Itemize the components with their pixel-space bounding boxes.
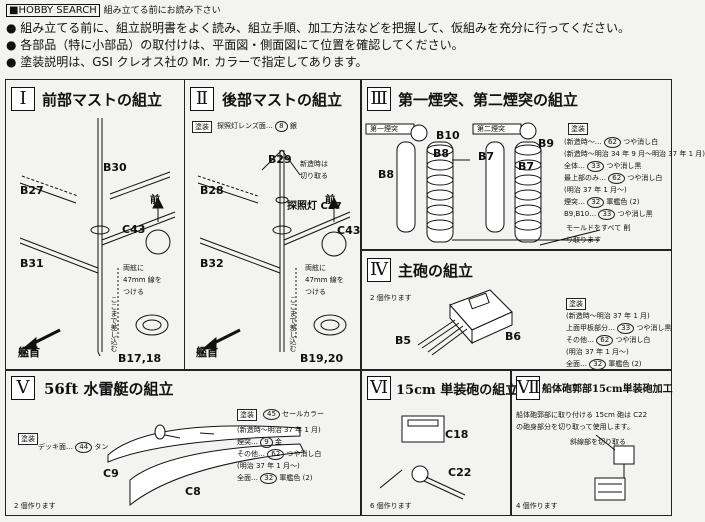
insert-note-1: ここまで差し込む <box>110 296 118 352</box>
section-4-number: Ⅳ <box>367 258 391 282</box>
header-line-1: ● 組み立てる前に、組立説明書をよく読み、組立手順、加工方法などを把握して、仮組… <box>6 21 631 35</box>
section-4-title: 主砲の組立 <box>398 262 474 280</box>
paint-box-2: 塗装 <box>192 121 212 133</box>
front-mast-drawing <box>19 118 176 357</box>
note-47mm-1: 両舷に 47mm 線を つける <box>123 264 162 296</box>
paint-box-5-top: 塗装 <box>237 409 257 421</box>
paint-list-5: (新造時〜明治 37 年 1 月) 煙突… 9 金 その他… 62 つや消し白 … <box>237 426 322 484</box>
part-b28-label: B28 <box>200 184 224 197</box>
part-c43-label: C43 <box>122 223 146 236</box>
paint-left-5: デッキ面… 44 タン <box>38 442 109 453</box>
bow-label-2: 艦首 <box>196 346 218 359</box>
funnel-drawing <box>365 122 601 246</box>
part-b32-label: B32 <box>200 257 224 270</box>
line-drawings <box>19 118 635 507</box>
part-c8-label: C8 <box>185 485 201 498</box>
paint-first-3: (新造時〜… 62 つや消し白 <box>564 137 659 148</box>
paint-number-2: 8 <box>275 121 288 132</box>
section-2-number: Ⅱ <box>190 87 214 111</box>
make-count-7: 4 個作ります <box>516 502 558 510</box>
part-b31-label: B31 <box>20 257 44 270</box>
header-line-3: ● 塗装説明は、GSI クレオス社の Mr. カラーで指定してあります。 <box>6 55 368 69</box>
section-frame-6 <box>360 369 512 516</box>
section-7-number: Ⅶ <box>516 376 541 400</box>
paint-list-3: (新造時〜明治 34 年 9 月〜明治 37 年 1 月) 全体… 33 つや消… <box>564 150 705 220</box>
mold-note: モールドをすべて 削り取ります <box>566 224 631 244</box>
paint-list-4: (新造時〜明治 37 年 1 月) 上面甲板部分… 33 つや消し黒 その他… … <box>566 312 672 370</box>
s7-desc-2: の砲身部分を切り取って使用します。 <box>516 423 634 431</box>
watermark-text: HOBBY SEARCH <box>18 5 97 16</box>
rear-mast-drawing <box>197 149 351 352</box>
section-frame-3 <box>360 79 672 251</box>
part-b30-label: B30 <box>103 161 127 174</box>
make-count-6: 6 個作ります <box>370 502 412 510</box>
cut-label: 斜線部を切り取る <box>570 438 626 446</box>
funnel-2-label: 第二煙突 <box>477 125 505 133</box>
part-c43-label-2: C43 <box>337 224 361 237</box>
part-b27-label: B27 <box>20 184 44 197</box>
section-6-title: 15cm 単装砲の組立 <box>396 383 519 398</box>
part-b7-label: B7 <box>518 160 535 173</box>
funnel-1-label: 第一煙突 <box>370 125 398 133</box>
instruction-sheet: ■HOBBY SEARCH 組み立てる前にお読み下さい ● 組み立てる前に、組立… <box>5 2 705 516</box>
section-6-number: Ⅵ <box>367 376 391 400</box>
header-line-2: ● 各部品（特に小部品）の取付けは、平面図・側面図にて位置を確認してください。 <box>6 38 464 52</box>
section-1-title: 前部マストの組立 <box>42 91 163 109</box>
part-c9-label: C9 <box>103 467 119 480</box>
paint-box-4: 塗装 <box>566 298 586 310</box>
header-caution: 組み立てる前にお読み下さい <box>103 6 221 16</box>
part-b8a-label: B8 <box>433 147 450 160</box>
cut-note: 新造時は 切り取る <box>300 160 328 180</box>
part-c27-label: 探照灯 C27 <box>287 201 342 212</box>
section-divider-1-2 <box>184 79 185 369</box>
cut-gun-drawing <box>594 434 635 501</box>
part-b29-label: B29 <box>268 153 292 166</box>
header-line-0: ■HOBBY SEARCH 組み立てる前にお読み下さい <box>6 2 221 17</box>
part-b5-label: B5 <box>395 334 412 347</box>
front-label-2: 前 <box>325 195 335 206</box>
section-5-number: Ⅴ <box>11 376 35 400</box>
torpedo-boat-drawing <box>107 424 305 507</box>
paint-top-5: 45 セールカラー <box>263 408 324 420</box>
section-3-number: Ⅲ <box>367 87 391 111</box>
section-frame-7 <box>510 369 672 516</box>
gun-15cm-drawing <box>379 415 466 500</box>
note-47mm-2: 両舷に 47mm 線を つける <box>305 264 344 296</box>
bow-label-1: 艦首 <box>18 346 40 359</box>
part-b7a-label: B7 <box>478 150 495 163</box>
paint-box-5-left: 塗装 <box>18 433 38 445</box>
front-label: 前 <box>150 195 160 206</box>
make-count-5: 2 個作ります <box>14 502 56 510</box>
part-b8-label: B8 <box>378 168 395 181</box>
section-frame-1-2 <box>5 79 362 371</box>
section-1-number: Ⅰ <box>11 87 35 111</box>
paint-note-2: 探照灯レンズ面… 8 銀 <box>217 121 297 132</box>
make-count-4: 2 個作ります <box>370 294 412 302</box>
part-b10-label: B10 <box>436 129 460 142</box>
part-c18-label: C18 <box>445 428 469 441</box>
s7-desc-1: 船体砲郭部に取り付ける 15cm 砲は C22 <box>516 411 648 419</box>
section-frame-5 <box>5 369 362 516</box>
section-3-title: 第一煙突、第二煙突の組立 <box>398 91 579 109</box>
part-b1920-label: B19,20 <box>300 352 344 365</box>
paint-box-3: 塗装 <box>568 123 588 135</box>
part-b1718-label: B17,18 <box>118 352 162 365</box>
section-5-title: 56ft 水雷艇の組立 <box>44 380 174 398</box>
section-frame-4 <box>360 249 672 371</box>
section-7-title: 船体砲郭部15cm単装砲加工 <box>542 384 673 395</box>
part-b9-label: B9 <box>538 137 555 150</box>
section-2-title: 後部マストの組立 <box>222 91 343 109</box>
part-c22-label: C22 <box>448 466 472 479</box>
part-b6-label: B6 <box>505 330 522 343</box>
main-gun-drawing <box>417 289 513 356</box>
insert-note-2: ここまで差し込む <box>289 296 297 352</box>
